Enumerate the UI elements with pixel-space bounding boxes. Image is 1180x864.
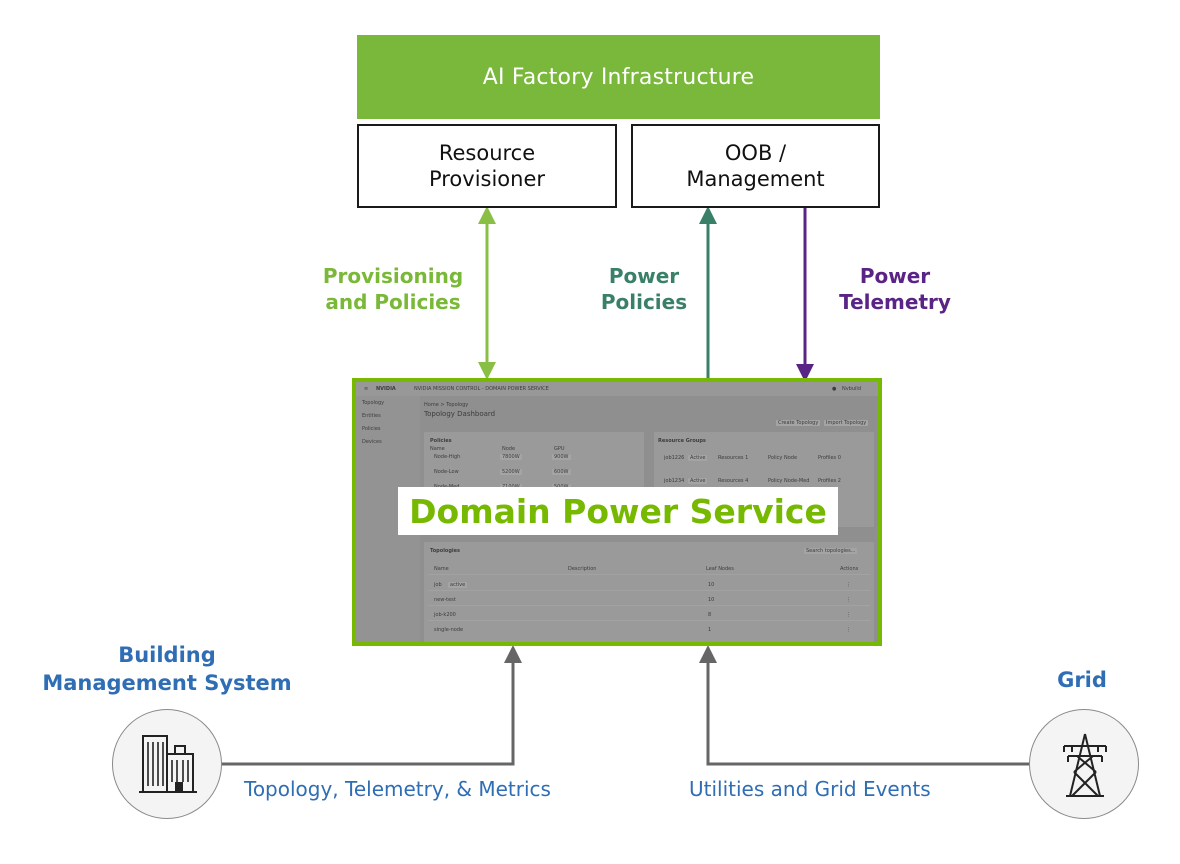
sidebar-item-topology[interactable]: Topology bbox=[362, 400, 385, 406]
brand-logo: NVIDIA bbox=[376, 386, 396, 392]
resource-group-policy: Policy Node-Med bbox=[768, 478, 810, 484]
topology-row-actions[interactable]: ⋮ bbox=[846, 582, 851, 588]
breadcrumb[interactable]: Home > Topology bbox=[424, 402, 469, 408]
sidebar-item-entities[interactable]: Entities bbox=[362, 413, 381, 419]
topology-metrics-label: Topology, Telemetry, & Metrics bbox=[244, 777, 551, 801]
bms-label: Building Management System bbox=[40, 641, 294, 697]
resource-group-policy: Policy Node bbox=[768, 455, 798, 461]
topologies-card bbox=[424, 542, 874, 642]
policy-row-name[interactable]: Node-High bbox=[434, 454, 461, 460]
topology-row-name[interactable]: job-k200 bbox=[434, 612, 456, 618]
grid-label: Grid bbox=[1057, 668, 1107, 692]
topologies-header-actions: Actions bbox=[840, 566, 859, 572]
resource-group-status: Active bbox=[688, 478, 708, 484]
policy-row-gpu: 600W bbox=[552, 469, 571, 475]
sidebar-item-policies[interactable]: Policies bbox=[362, 426, 381, 432]
user-icon[interactable]: ● bbox=[832, 386, 837, 392]
resource-provisioner-line2: Provisioner bbox=[428, 167, 546, 191]
grid-events-label: Utilities and Grid Events bbox=[689, 777, 931, 801]
menu-icon[interactable]: ≡ bbox=[364, 386, 369, 392]
topology-row-name[interactable]: single-node bbox=[434, 627, 464, 633]
topologies-header-description: Description bbox=[568, 566, 597, 572]
building-icon bbox=[112, 709, 222, 819]
app-title: NVIDIA MISSION CONTROL - DOMAIN POWER SE… bbox=[414, 386, 549, 392]
row-divider bbox=[428, 620, 870, 621]
resource-group-name[interactable]: job1234 bbox=[664, 478, 685, 484]
resource-provisioner-box: Resource Provisioner bbox=[357, 124, 617, 208]
sidebar-item-devices[interactable]: Devices bbox=[362, 439, 382, 445]
row-divider bbox=[428, 574, 870, 575]
resource-group-profiles: Profiles 2 bbox=[818, 478, 841, 484]
provisioning-label: Provisioning and Policies bbox=[312, 263, 474, 315]
resource-group-profiles: Profiles 0 bbox=[818, 455, 841, 461]
app-header-bar bbox=[356, 382, 878, 396]
provisioning-label-line1: Provisioning bbox=[322, 264, 464, 288]
policies-header-node: Node bbox=[502, 446, 516, 452]
resource-group-status: Active bbox=[688, 455, 708, 461]
resource-group-name[interactable]: job1226 bbox=[664, 455, 685, 461]
topology-row-actions[interactable]: ⋮ bbox=[846, 612, 851, 618]
policy-row-node: 7800W bbox=[500, 454, 522, 460]
create-topology-button[interactable]: Create Topology bbox=[776, 420, 821, 426]
resource-provisioner-line1: Resource bbox=[438, 141, 536, 165]
policies-title: Policies bbox=[430, 438, 452, 444]
topology-row-leaf: 10 bbox=[708, 582, 715, 588]
policy-row-node: 5200W bbox=[500, 469, 522, 475]
oob-management-box: OOB / Management bbox=[631, 124, 880, 208]
bms-label-line2: Management System bbox=[42, 671, 292, 695]
ai-factory-banner: AI Factory Infrastructure bbox=[357, 35, 880, 119]
power-telemetry-label-line1: Power bbox=[859, 264, 931, 288]
topology-row-actions[interactable]: ⋮ bbox=[846, 597, 851, 603]
bms-label-line1: Building bbox=[118, 643, 216, 667]
bms-arrow bbox=[222, 645, 522, 766]
row-divider bbox=[428, 605, 870, 606]
power-policies-label-line1: Power bbox=[608, 264, 680, 288]
building-icon-graphic bbox=[139, 735, 197, 793]
topology-row-badge: active bbox=[448, 582, 468, 588]
topology-row-leaf: 1 bbox=[708, 627, 712, 633]
resource-group-resources: Resources 4 bbox=[718, 478, 749, 484]
page-title: Topology Dashboard bbox=[424, 410, 496, 418]
topology-row-actions[interactable]: ⋮ bbox=[846, 627, 851, 633]
policies-header-name: Name bbox=[430, 446, 445, 452]
row-divider bbox=[428, 590, 870, 591]
topologies-search-input[interactable]: Search topologies... bbox=[804, 548, 858, 554]
power-tower-icon bbox=[1029, 709, 1139, 819]
resource-group-resources: Resources 1 bbox=[718, 455, 749, 461]
grid-arrow bbox=[699, 645, 1030, 766]
topology-row-leaf: 8 bbox=[708, 612, 712, 618]
topology-row-leaf: 10 bbox=[708, 597, 715, 603]
topologies-title: Topologies bbox=[430, 548, 461, 554]
topologies-header-name: Name bbox=[434, 566, 449, 572]
policies-header-gpu: GPU bbox=[554, 446, 565, 452]
power-policies-label: Power Policies bbox=[588, 263, 700, 315]
topology-row-name[interactable]: new-test bbox=[434, 597, 456, 603]
provisioning-label-line2: and Policies bbox=[325, 290, 461, 314]
topology-row-name[interactable]: job bbox=[434, 582, 442, 588]
policy-row-gpu: 900W bbox=[552, 454, 571, 460]
import-topology-button[interactable]: Import Topology bbox=[824, 420, 869, 426]
power-telemetry-label: Power Telemetry bbox=[828, 263, 962, 315]
power-telemetry-label-line2: Telemetry bbox=[839, 290, 951, 314]
resource-groups-title: Resource Groups bbox=[658, 438, 706, 444]
power-policies-label-line2: Policies bbox=[600, 290, 688, 314]
user-name[interactable]: Nvbuild bbox=[842, 386, 861, 392]
oob-management-line1: OOB / bbox=[724, 141, 787, 165]
oob-management-line2: Management bbox=[686, 167, 825, 191]
domain-power-service-title: Domain Power Service bbox=[398, 487, 838, 535]
policy-row-name[interactable]: Node-Low bbox=[434, 469, 459, 475]
power-tower-icon-graphic bbox=[1063, 733, 1107, 797]
topologies-header-leaf-nodes: Leaf Nodes bbox=[706, 566, 734, 572]
